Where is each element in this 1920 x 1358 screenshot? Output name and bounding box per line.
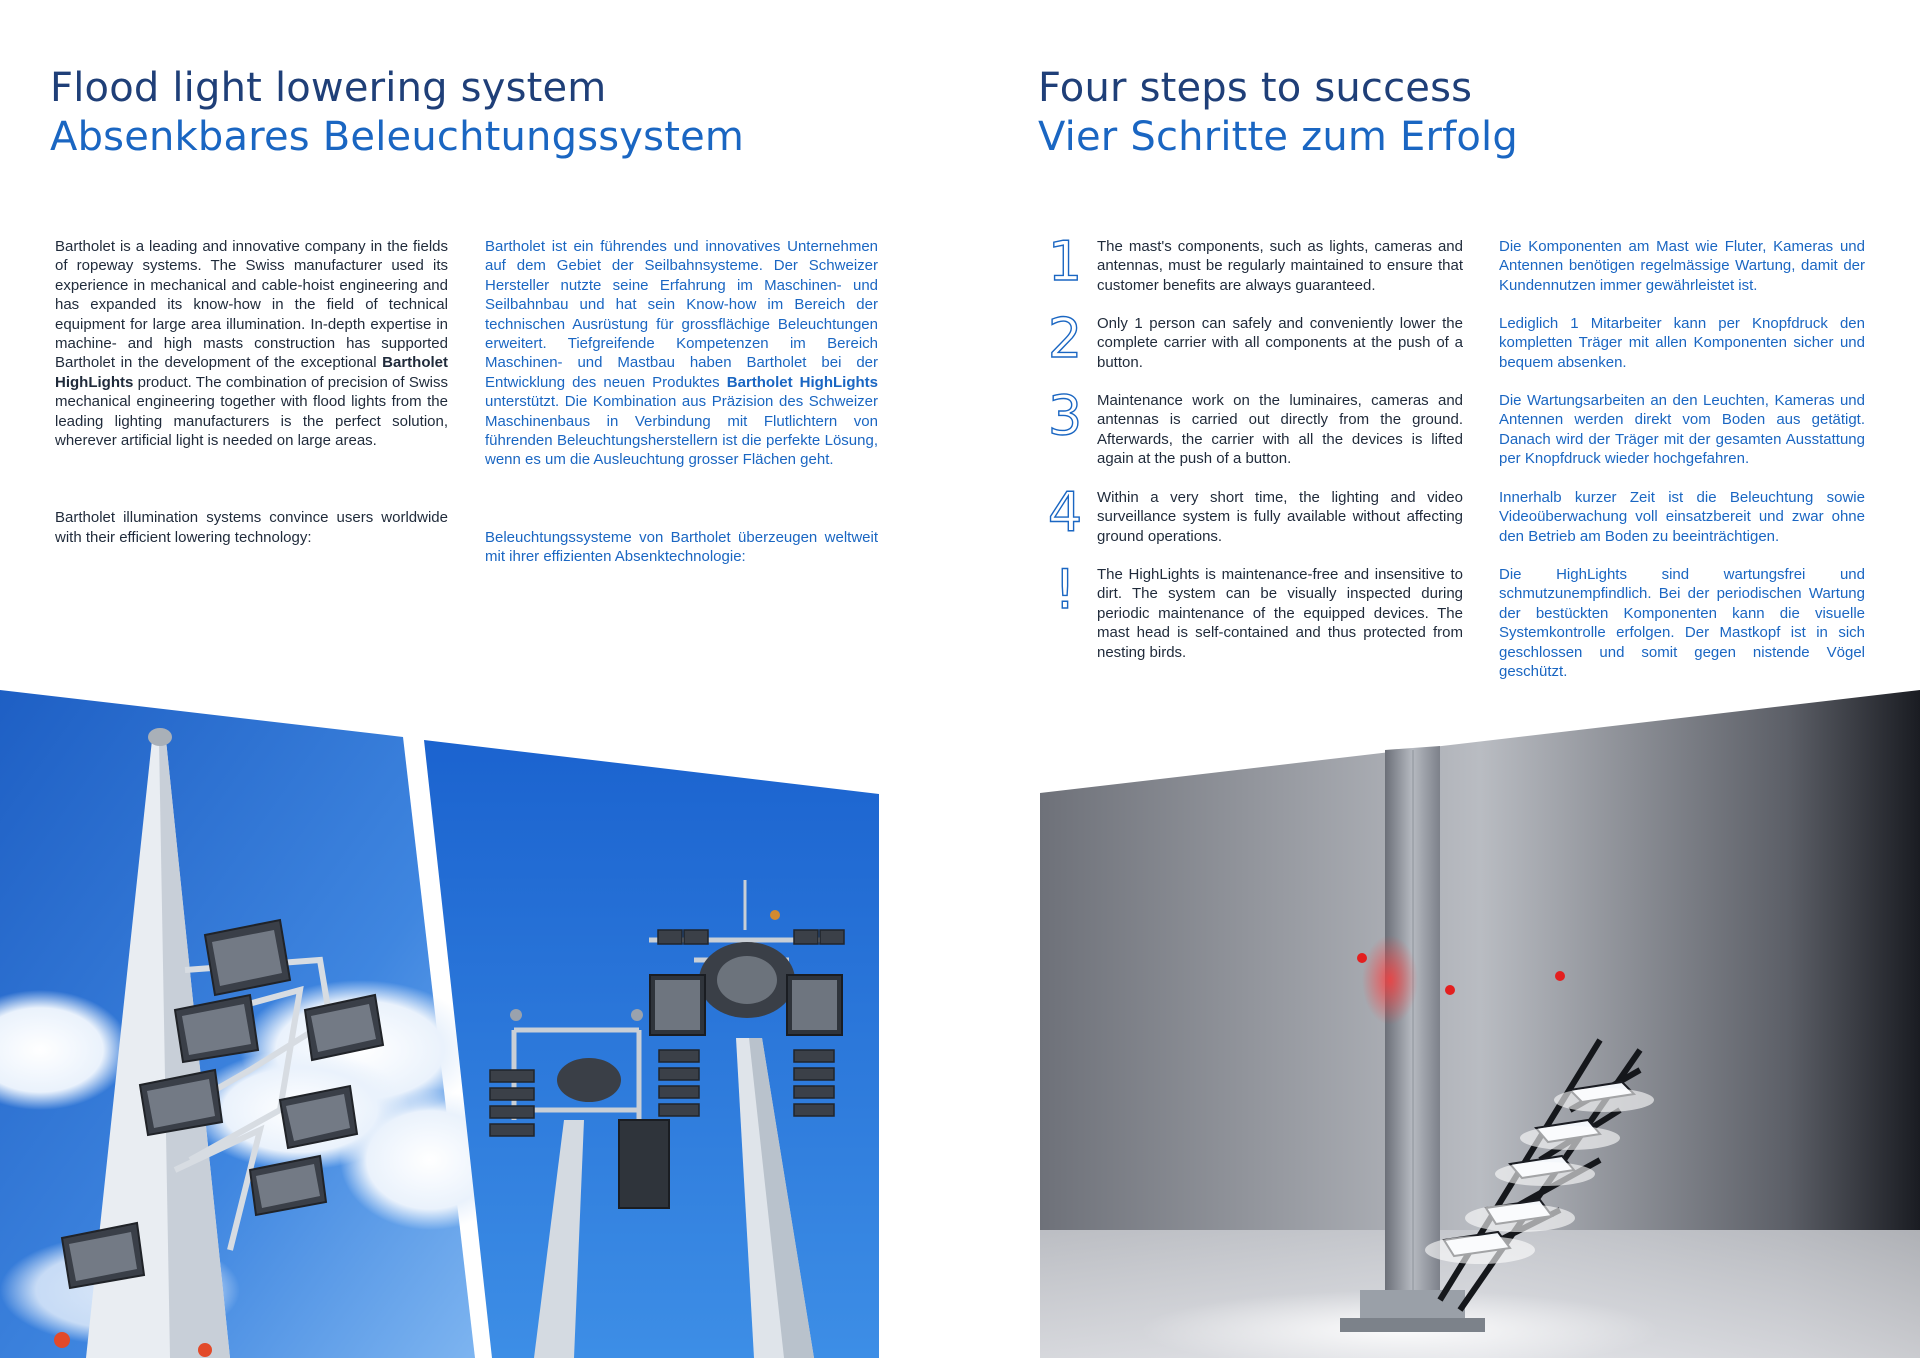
step-1-text-de: Die Komponenten am Mast wie Fluter, Kame… bbox=[1499, 238, 1865, 294]
exclamation-icon: ! bbox=[1040, 557, 1090, 621]
photo-mast-sky bbox=[0, 690, 475, 1358]
title-en: Flood light lowering system bbox=[50, 65, 607, 111]
step-number-3-icon: 3 bbox=[1040, 383, 1090, 447]
intro-column-de: Bartholet ist ein führendes und innovati… bbox=[485, 237, 878, 567]
title-de: Absenkbares Beleuchtungssystem bbox=[50, 114, 745, 160]
title-en: Four steps to success bbox=[1038, 65, 1473, 111]
step-number-2-icon: 2 bbox=[1040, 306, 1090, 370]
intro-en-text-2: product. The combination of precision of… bbox=[55, 373, 448, 450]
step-3-text-en: Maintenance work on the luminaires, came… bbox=[1097, 392, 1463, 468]
step-4-text-de: Innerhalb kurzer Zeit ist die Beleuchtun… bbox=[1499, 489, 1865, 545]
intro-de-paragraph-1: Bartholet ist ein führendes und innovati… bbox=[485, 237, 878, 470]
mast-head-illustration bbox=[424, 740, 879, 1358]
step-3-text-de: Die Wartungsarbeiten an den Leuchten, Ka… bbox=[1499, 392, 1865, 468]
step-note-text-en: The HighLights is maintenance-free and i… bbox=[1097, 566, 1463, 661]
step-2-text-de: Lediglich 1 Mitarbeiter kann per Knopfdr… bbox=[1499, 315, 1865, 371]
intro-de-paragraph-2: Beleuchtungssysteme von Bartholet überze… bbox=[485, 528, 878, 566]
product-name-de: Bartholet HighLights bbox=[726, 373, 878, 391]
photo-mast-head bbox=[424, 740, 879, 1358]
right-page-title: Four steps to success Vier Schritte zum … bbox=[1038, 64, 1518, 162]
step-number-4-icon: 4 bbox=[1040, 480, 1090, 544]
intro-de-text-2: unterstützt. Die Kombination aus Präzisi… bbox=[485, 393, 878, 469]
mast-sky-illustration bbox=[0, 690, 475, 1358]
title-de: Vier Schritte zum Erfolg bbox=[1038, 114, 1518, 160]
left-page-title: Flood light lowering system Absenkbares … bbox=[50, 64, 744, 162]
photo-lowering-render bbox=[1040, 690, 1920, 1358]
step-4-text-en: Within a very short time, the lighting a… bbox=[1097, 489, 1463, 545]
product-name-en: Bartholet HighLights bbox=[55, 354, 448, 391]
intro-en-paragraph-1: Bartholet is a leading and innovative co… bbox=[55, 237, 448, 450]
intro-en-text: Bartholet is a leading and innovative co… bbox=[55, 238, 448, 372]
svg-text:4: 4 bbox=[1048, 484, 1082, 540]
step-1-text-en: The mast's components, such as lights, c… bbox=[1097, 238, 1463, 294]
step-number-1-icon: 1 bbox=[1040, 229, 1090, 293]
step-2-text-en: Only 1 person can safely and convenientl… bbox=[1097, 315, 1463, 371]
svg-text:!: ! bbox=[1054, 561, 1076, 617]
intro-en-paragraph-2: Bartholet illumination systems convince … bbox=[55, 509, 448, 546]
step-note-text-de: Die HighLights sind wartungsfrei und sch… bbox=[1499, 566, 1865, 681]
svg-text:3: 3 bbox=[1048, 387, 1082, 443]
intro-column-en: Bartholet is a leading and innovative co… bbox=[55, 237, 448, 547]
lowering-render-illustration bbox=[1040, 690, 1920, 1358]
svg-text:2: 2 bbox=[1048, 310, 1082, 366]
svg-text:1: 1 bbox=[1048, 233, 1082, 289]
intro-de-text: Bartholet ist ein führendes und innovati… bbox=[485, 238, 878, 391]
